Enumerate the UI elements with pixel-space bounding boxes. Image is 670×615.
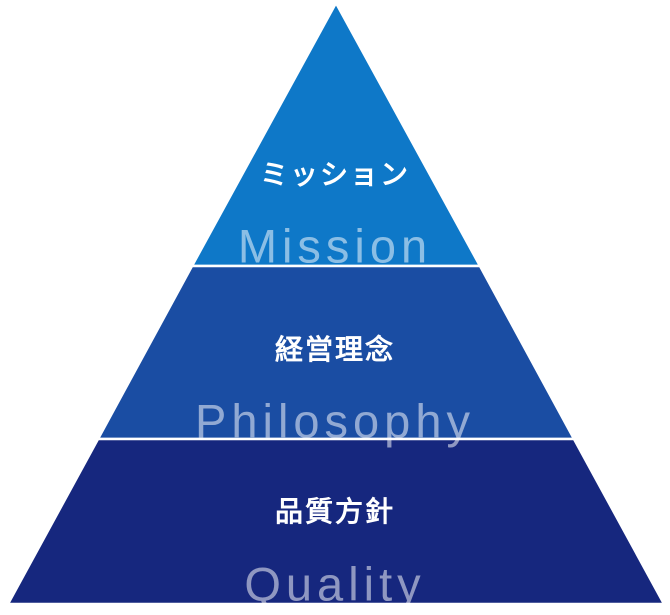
tier-quality-shape <box>5 437 667 606</box>
tier-philosophy-shape <box>95 264 577 441</box>
tier-mission-shape <box>189 0 483 268</box>
